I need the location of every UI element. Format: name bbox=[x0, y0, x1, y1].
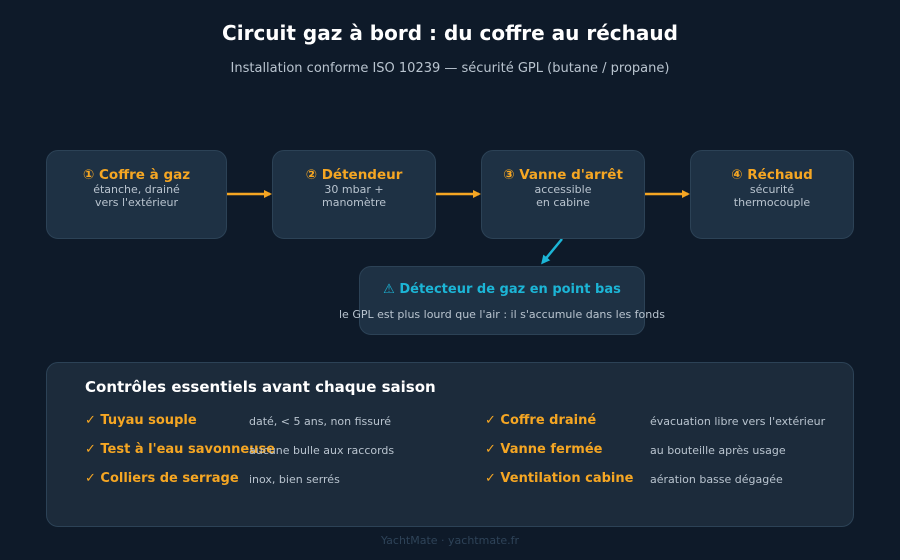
step-desc-line: thermocouple bbox=[733, 195, 811, 209]
check-item-desc: aération basse dégagée bbox=[650, 473, 783, 486]
step-title: ① Coffre à gaz bbox=[82, 167, 191, 183]
check-item-desc: inox, bien serrés bbox=[249, 473, 340, 486]
step-desc-line: accessible bbox=[534, 183, 592, 196]
check-item-desc: aucune bulle aux raccords bbox=[249, 444, 395, 457]
step-desc-line: 30 mbar + bbox=[324, 183, 384, 196]
step-title: ④ Réchaud bbox=[731, 167, 813, 183]
page-subtitle: Installation conforme ISO 10239 — sécuri… bbox=[230, 61, 670, 76]
step-title: ② Détendeur bbox=[305, 167, 403, 183]
checklist-panel bbox=[46, 362, 854, 527]
arrow-vanne-to-detector bbox=[541, 238, 563, 265]
step-coffre: ① Coffre à gaz étanche, drainé vers l'ex… bbox=[46, 150, 227, 239]
gas-detector-title: ⚠ Détecteur de gaz en point bas bbox=[383, 282, 621, 297]
check-item-label: ✓ Ventilation cabine bbox=[485, 471, 634, 486]
page-title: Circuit gaz à bord : du coffre au réchau… bbox=[222, 21, 678, 45]
step-description: accessible en cabine bbox=[482, 183, 644, 209]
step-description: 30 mbar + manomètre bbox=[273, 183, 435, 209]
check-item-label: ✓ Tuyau souple bbox=[85, 413, 197, 428]
checklist-title: Contrôles essentiels avant chaque saison bbox=[85, 378, 436, 396]
step-detendeur: ② Détendeur 30 mbar + manomètre bbox=[272, 150, 436, 239]
check-item-label: ✓ Colliers de serrage bbox=[85, 471, 239, 486]
step-desc-line: étanche, drainé bbox=[93, 183, 180, 196]
check-item-label: ✓ Vanne fermée bbox=[485, 442, 603, 457]
step-rechaud: ④ Réchaud sécurité thermocouple bbox=[690, 150, 854, 239]
step-desc-line: vers l'extérieur bbox=[94, 195, 179, 209]
step-desc-line: en cabine bbox=[536, 195, 590, 209]
step-desc-line: manomètre bbox=[321, 195, 386, 209]
step-desc-line: sécurité bbox=[749, 183, 795, 196]
step-vanne: ③ Vanne d'arrêt accessible en cabine bbox=[481, 150, 645, 239]
check-item-desc: évacuation libre vers l'extérieur bbox=[650, 415, 826, 428]
check-item-desc: daté, < 5 ans, non fissuré bbox=[249, 415, 392, 428]
step-title: ③ Vanne d'arrêt bbox=[503, 167, 623, 183]
step-description: étanche, drainé vers l'extérieur bbox=[47, 183, 226, 209]
gas-detector-box bbox=[359, 266, 645, 335]
check-item-desc: au bouteille après usage bbox=[650, 444, 786, 457]
check-item-label: ✓ Coffre drainé bbox=[485, 413, 597, 428]
gas-detector-description: le GPL est plus lourd que l'air : il s'a… bbox=[339, 308, 665, 321]
check-item-label: ✓ Test à l'eau savonneuse bbox=[85, 442, 276, 457]
footer-credit: YachtMate · yachtmate.fr bbox=[380, 534, 520, 547]
step-description: sécurité thermocouple bbox=[691, 183, 853, 209]
